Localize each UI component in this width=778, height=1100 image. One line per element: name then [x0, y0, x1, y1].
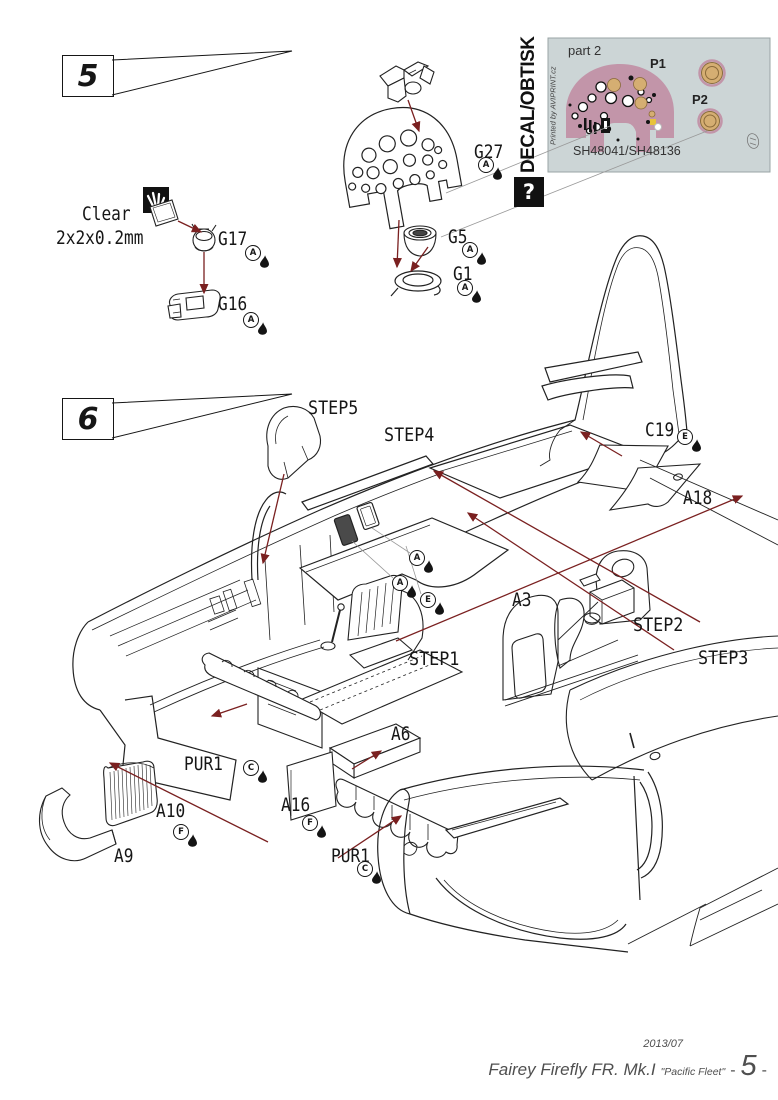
- paint-code-f-a10: F: [173, 824, 189, 840]
- paint-code-a-g1: A: [457, 280, 473, 296]
- label-step3: STEP3: [698, 647, 749, 669]
- label-a10: A10: [156, 800, 186, 822]
- label-g16: G16: [218, 293, 248, 315]
- decal-sheet: [440, 37, 771, 238]
- decal-p1-label: P1: [650, 56, 666, 71]
- label-g5: G5: [448, 226, 468, 248]
- footer-date: 2013/07: [643, 1038, 683, 1050]
- decal-sheet-number: SH48041/SH48136: [573, 144, 681, 158]
- mount-ring-part: [390, 270, 442, 297]
- radiator-housing-part: [38, 787, 117, 862]
- label-step5: STEP5: [308, 397, 359, 419]
- part-g16-drawing: [167, 289, 221, 321]
- label-a9: A9: [114, 845, 134, 867]
- step6-number-box: 6: [62, 398, 114, 440]
- step5-flag: [111, 50, 293, 96]
- paint-code-c-pur1-left: C: [243, 760, 259, 776]
- decal-printed-by: Printed by AVIPRINT.cz: [548, 66, 558, 146]
- part-a18-drawing: [608, 463, 702, 511]
- label-a16: A16: [281, 794, 311, 816]
- footer-dash-right: -: [761, 1062, 767, 1079]
- rear-cockpit-module: [502, 550, 651, 707]
- clear-note-line2: 2x2x0.2mm: [56, 227, 144, 249]
- label-g17: G17: [218, 228, 248, 250]
- clear-film-part: [149, 199, 179, 227]
- label-a3: A3: [512, 589, 532, 611]
- instrument-panel-part: [343, 107, 463, 230]
- part-g17-drawing: [191, 223, 217, 252]
- paint-code-e-interior: E: [420, 592, 436, 608]
- gunsight-mount-part: [379, 61, 435, 103]
- label-a6: A6: [391, 723, 411, 745]
- decal-vertical-title: DECAL/OBTISK: [518, 36, 539, 174]
- step5-number: 5: [77, 58, 99, 94]
- paint-code-a-g17: A: [245, 245, 261, 261]
- decal-p2-label: P2: [692, 92, 708, 107]
- paint-code-e-c19: E: [677, 429, 693, 445]
- paint-leader-lines: [351, 527, 422, 595]
- page-footer: 2013/07 Fairey Firefly FR. Mk.I "Pacific…: [430, 1036, 775, 1086]
- radiator-core-part: [103, 760, 158, 827]
- clear-note-line1: Clear: [82, 203, 131, 225]
- round-decal-p2: [697, 108, 723, 134]
- paint-code-f-a16: F: [302, 815, 318, 831]
- paint-code-a-g27: A: [478, 157, 494, 173]
- label-g1: G1: [453, 263, 473, 285]
- cockpit-floor-module: [257, 574, 464, 749]
- print-stamp: [746, 133, 760, 149]
- exhaust-part-left: [201, 652, 322, 721]
- question-mark: ?: [522, 180, 536, 204]
- nose-cowling-drawing: [377, 765, 763, 953]
- label-pur1-left: PUR1: [184, 753, 223, 775]
- paint-code-a-g16: A: [243, 312, 259, 328]
- paint-code-c-pur1-right: C: [357, 861, 373, 877]
- decal-part2-label: part 2: [568, 43, 602, 58]
- footer-kit-title: Fairey Firefly FR. Mk.I: [488, 1060, 656, 1079]
- part-a16-drawing: [286, 751, 337, 821]
- step5-number-box: 5: [62, 55, 114, 97]
- question-mark-box: ?: [514, 177, 544, 207]
- panel-decal-silhouette: [566, 64, 674, 152]
- fuselage-half-drawing: [72, 235, 688, 801]
- assembly-arrows: [108, 99, 744, 859]
- paint-code-a-interior-2: A: [392, 575, 408, 591]
- part-a6-drawing: [328, 723, 422, 780]
- footer-kit-subtitle: "Pacific Fleet": [660, 1066, 726, 1078]
- paint-code-a-interior-1: A: [409, 550, 425, 566]
- compass-bowl-part: [403, 225, 437, 257]
- label-step2: STEP2: [633, 614, 684, 636]
- label-a18: A18: [683, 487, 713, 509]
- footer-dash-left: -: [730, 1062, 736, 1079]
- label-c19: C19: [645, 419, 675, 441]
- windscreen-part: [266, 405, 322, 480]
- label-step1: STEP1: [409, 648, 460, 670]
- paint-code-a-g5: A: [462, 242, 478, 258]
- label-step4: STEP4: [384, 424, 435, 446]
- round-decal-p1: [698, 59, 726, 87]
- wing-fairing-drawing: [565, 459, 778, 947]
- step6-flag: [111, 393, 293, 439]
- footer-page-number: 5: [740, 1050, 757, 1082]
- step6-number: 6: [77, 401, 99, 437]
